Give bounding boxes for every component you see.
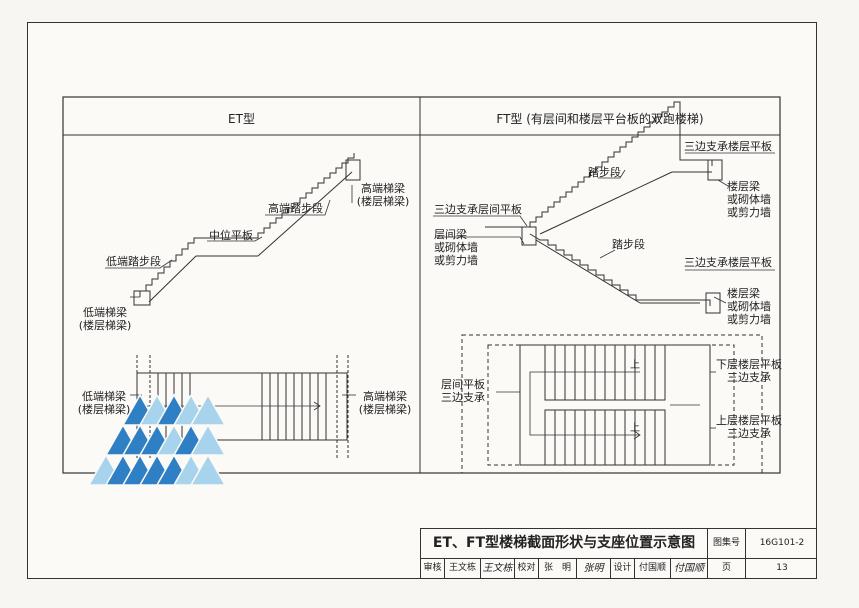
- title-block-row-1: ET、FT型楼梯截面形状与支座位置示意图 图集号 16G101-2: [421, 529, 817, 559]
- page-label: 页: [708, 559, 746, 578]
- reviewer-signature: 王文栋: [481, 559, 515, 578]
- ft-plan-upper-slab-text-2: 三边支承: [727, 371, 771, 384]
- ft-plan: [461, 334, 763, 474]
- et-plan-low-beam-label: 低端梯梁 (楼层梯梁): [72, 390, 136, 416]
- review-label: 审核: [421, 559, 445, 578]
- ft-mid-beam-text-1: 层间梁: [434, 228, 467, 241]
- ft-upper-beam-text-2: 或砌体墙: [727, 193, 771, 206]
- ft-plan-mid-slab-text-1: 层间平板: [441, 378, 485, 391]
- ft-lower-beam-text-3: 或剪力墙: [727, 313, 771, 326]
- ft-mid-beam-text-2: 或砌体墙: [434, 241, 478, 254]
- ft-upper-beam-text-1: 楼层梁: [727, 180, 760, 193]
- et-leaders: [105, 185, 353, 298]
- page-number: 13: [776, 563, 788, 573]
- checker-name: 张 明: [539, 559, 577, 578]
- atlas-label: 图集号: [708, 529, 746, 558]
- ft-plan-lower-slab-text-2: 三边支承: [727, 427, 771, 440]
- ft-plan-lower-slab-text-1: 上层楼层平板: [716, 414, 782, 427]
- drawing-title: ET、FT型楼梯截面形状与支座位置示意图: [421, 529, 708, 558]
- ft-leaders: [433, 152, 775, 304]
- et-plan-high-beam-text: 高端梯梁: [363, 390, 407, 403]
- designer-name: 付国顺: [635, 559, 671, 578]
- ft-section-profile: [485, 101, 723, 314]
- et-low-end-beam-text: 低端梯梁: [83, 306, 127, 319]
- ft-plan-up-marker-2: 上: [630, 423, 640, 434]
- ft-plan-upper-slab-text-1: 下层楼层平板: [716, 358, 782, 371]
- et-middle-platform-label: 中位平板: [209, 229, 253, 242]
- ft-lower-beam-text-1: 楼层梁: [727, 287, 760, 300]
- et-plan-low-beam-alt-text: (楼层梯梁): [77, 403, 131, 416]
- ft-plan-mid-slab-text-2: 三边支承: [441, 391, 485, 404]
- ft-upper-step-label: 踏步段: [588, 166, 621, 179]
- et-plan-low-beam-text: 低端梯梁: [82, 390, 126, 403]
- check-label: 校对: [515, 559, 539, 578]
- et-section-profile: [133, 153, 361, 306]
- reviewer-name: 王文栋: [445, 559, 481, 578]
- ft-plan-mid-slab-label: 层间平板 三边支承: [432, 378, 494, 404]
- et-low-end-beam-label: 低端梯梁 (楼层梯梁): [70, 306, 140, 332]
- et-high-end-beam-text: 高端梯梁: [361, 182, 405, 195]
- title-block: ET、FT型楼梯截面形状与支座位置示意图 图集号 16G101-2 审核 王文栋…: [420, 528, 817, 579]
- ft-plan-upper-slab-label: 下层楼层平板 三边支承: [716, 358, 782, 384]
- ft-lower-landing-label: 三边支承楼层平板: [684, 256, 772, 269]
- watermark-logo: [87, 393, 227, 486]
- ft-upper-beam-text-3: 或剪力墙: [727, 206, 771, 219]
- ft-mid-beam-text-3: 或剪力墙: [434, 254, 478, 267]
- et-high-end-beam-alt-text: (楼层梯梁): [356, 195, 410, 208]
- et-plan-high-beam-label: 高端梯梁 (楼层梯梁): [350, 390, 420, 416]
- ft-mid-beam-label: 层间梁 或砌体墙 或剪力墙: [434, 228, 478, 267]
- ft-lower-step-label: 踏步段: [612, 238, 645, 251]
- et-plan-high-beam-alt-text: (楼层梯梁): [358, 403, 412, 416]
- content-frame: [62, 96, 781, 474]
- title-block-row-2: 审核 王文栋 王文栋 校对 张 明 张明 设计 付国顺 付国顺 页 13: [421, 559, 817, 578]
- ft-panel-header: FT型 (有层间和楼层平台板的双跑楼梯): [496, 112, 704, 126]
- ft-plan-up-marker: 上: [630, 360, 640, 371]
- watermark-tri: [189, 453, 227, 486]
- atlas-number: 16G101-2: [759, 538, 805, 548]
- et-high-end-step-label: 高端踏步段: [268, 202, 323, 215]
- et-high-end-beam-label: 高端梯梁 (楼层梯梁): [348, 182, 418, 208]
- checker-signature: 张明: [577, 559, 611, 578]
- et-low-end-step-label: 低端踏步段: [106, 255, 161, 268]
- ft-lower-beam-text-2: 或砌体墙: [727, 300, 771, 313]
- design-label: 设计: [611, 559, 635, 578]
- et-low-end-beam-alt-text: (楼层梯梁): [78, 319, 132, 332]
- ft-plan-lower-slab-label: 上层楼层平板 三边支承: [716, 414, 782, 440]
- ft-upper-landing-label: 三边支承楼层平板: [684, 140, 772, 153]
- ft-lower-beam-label: 楼层梁 或砌体墙 或剪力墙: [727, 287, 771, 326]
- ft-upper-beam-label: 楼层梁 或砌体墙 或剪力墙: [727, 180, 771, 219]
- et-panel-header: ET型: [228, 112, 255, 126]
- ft-mid-landing-label: 三边支承层间平板: [434, 203, 522, 216]
- designer-signature: 付国顺: [671, 559, 708, 578]
